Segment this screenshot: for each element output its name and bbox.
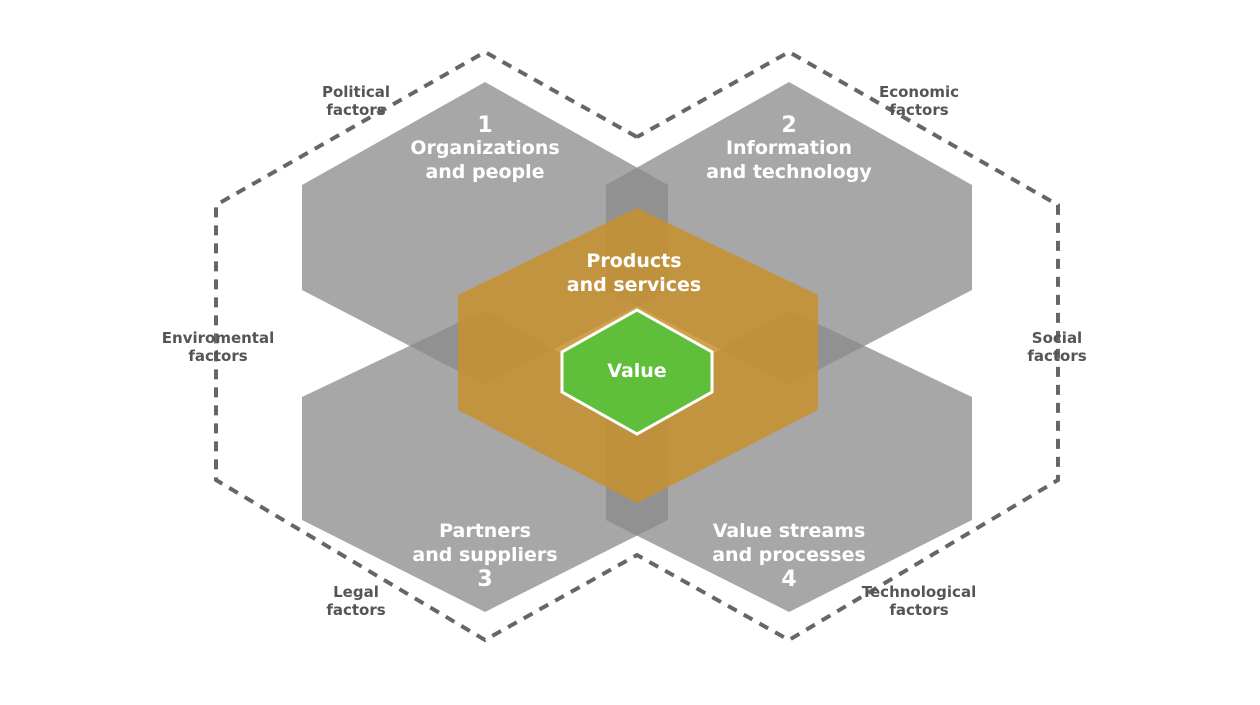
- economic-factors-line2: factors: [889, 101, 948, 119]
- legal-factors-line2: factors: [326, 601, 385, 619]
- dimension-4-label-line1: Value streams: [713, 520, 866, 542]
- political-factors-line1: Political: [322, 83, 390, 101]
- dimension-2-label-line2: and technology: [706, 161, 872, 183]
- political-factors-line2: factors: [326, 101, 385, 119]
- dimension-3-number: 3: [477, 567, 492, 592]
- dimension-2-label-line1: Information: [726, 137, 852, 159]
- dimension-1-label-line1: Organizations: [410, 137, 559, 159]
- social-factors-line2: factors: [1027, 347, 1086, 365]
- legal-factors-line1: Legal: [333, 583, 379, 601]
- external-factors-boundary: [214, 49, 1060, 643]
- dimension-3-label-line2: and suppliers: [412, 544, 557, 566]
- dimension-3-label-line1: Partners: [439, 520, 531, 542]
- environmental-factors-line1: Enviromental: [162, 329, 274, 347]
- technological-factors-line1: Technological: [862, 583, 976, 601]
- products-label-line2: and services: [567, 274, 701, 296]
- social-factors-line1: Social: [1032, 329, 1082, 347]
- economic-factors-line1: Economic: [879, 83, 959, 101]
- technological-factors-line2: factors: [889, 601, 948, 619]
- environmental-factors-line2: factors: [188, 347, 247, 365]
- dimension-2-number: 2: [781, 113, 796, 138]
- products-label-line1: Products: [586, 250, 681, 272]
- dimension-1-number: 1: [477, 113, 492, 138]
- dimension-1-label-line2: and people: [425, 161, 544, 183]
- hexagon-value: [560, 308, 714, 436]
- dimension-4-number: 4: [781, 567, 796, 592]
- dimension-4-label-line2: and processes: [712, 544, 866, 566]
- value-label: Value: [607, 360, 666, 382]
